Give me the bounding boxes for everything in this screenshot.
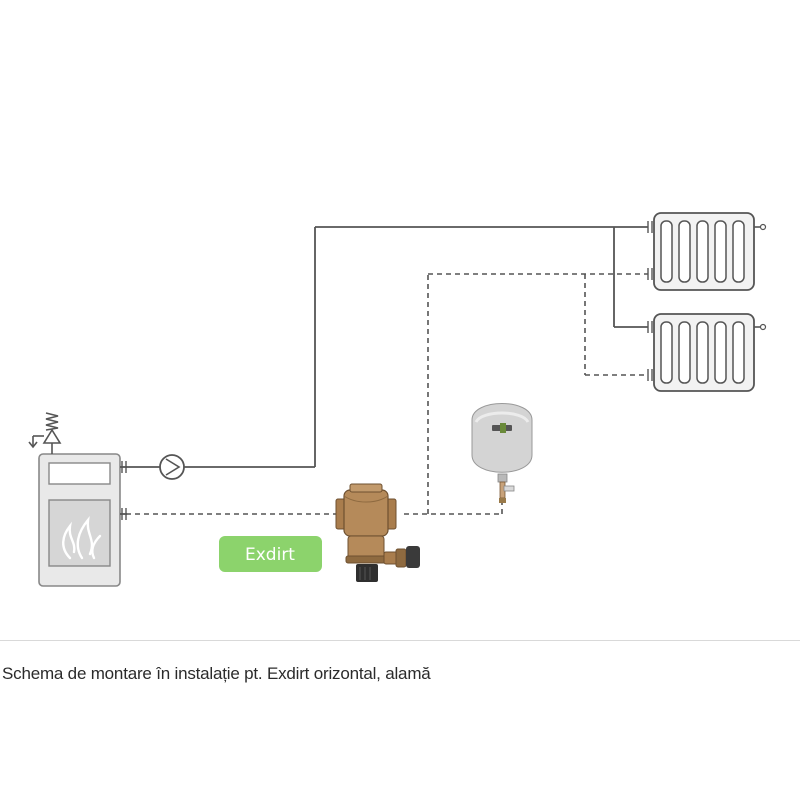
installation-diagram: Exdirt <box>28 212 767 587</box>
safety-valve-icon <box>28 412 62 454</box>
caption: Schema de montare în instalație pt. Exdi… <box>2 664 431 683</box>
radiator-icon <box>647 212 767 291</box>
exdirt-badge-label: Exdirt <box>245 545 295 565</box>
pump-icon <box>159 454 185 480</box>
radiator-icon <box>647 313 767 392</box>
caption-divider <box>0 640 800 641</box>
exdirt-badge: Exdirt <box>219 536 322 572</box>
return-pipe <box>126 273 648 515</box>
expansion-tank-icon <box>471 403 533 503</box>
flame-icon <box>62 515 102 560</box>
dirt-separator-icon <box>335 483 420 582</box>
boiler-icon <box>38 453 127 587</box>
supply-pipe <box>126 226 648 468</box>
